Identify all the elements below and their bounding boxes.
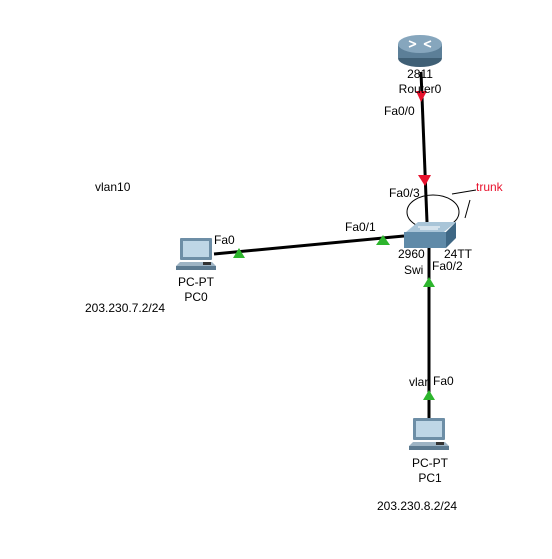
pc0-ip-note: 203.230.7.2/24 [85,301,166,315]
port-status-up [233,248,245,258]
trunk-annotation-stroke [464,199,471,219]
port-status-up [423,390,435,400]
pc-icon[interactable] [176,238,216,270]
port-label-router-fa0-0: Fa0/0 [384,104,415,118]
switch-icon[interactable] [404,222,456,248]
router-model-label: 2811 [407,67,433,81]
trunk-label: trunk [476,180,503,194]
switch-model-label-tail: 24TT [444,247,473,261]
port-label-pc0-fa0: Fa0 [214,233,235,247]
port-status-down [416,91,427,102]
link-pc0-switch[interactable] [213,234,405,256]
switch-model-label: 2960 [398,247,425,261]
pc1-name-label: PC1 [418,471,442,485]
pc-icon[interactable] [409,418,449,450]
port-label-switch-fa0-3: Fa0/3 [389,186,420,200]
pc0-model-label: PC-PT [178,275,214,289]
port-status-up [423,277,435,287]
port-label-switch-fa0-1: Fa0/1 [345,220,376,234]
router-icon[interactable] [398,35,442,67]
trunk-annotation-stroke [451,189,477,195]
pc1-model-label: PC-PT [412,456,448,470]
router-name-label: Router0 [398,82,442,96]
port-status-up [376,235,390,245]
vlan-partial-note: vlar [409,375,429,389]
port-label-switch-fa0-2: Fa0/2 [432,259,463,273]
pc1-ip-note: 203.230.8.2/24 [377,499,458,513]
pc0-name-label: PC0 [184,290,208,304]
port-status-down [418,175,431,186]
port-label-pc1-fa0: Fa0 [433,374,454,388]
switch-name-label: Swi [404,263,424,277]
vlan10-note: vlan10 [95,180,131,194]
